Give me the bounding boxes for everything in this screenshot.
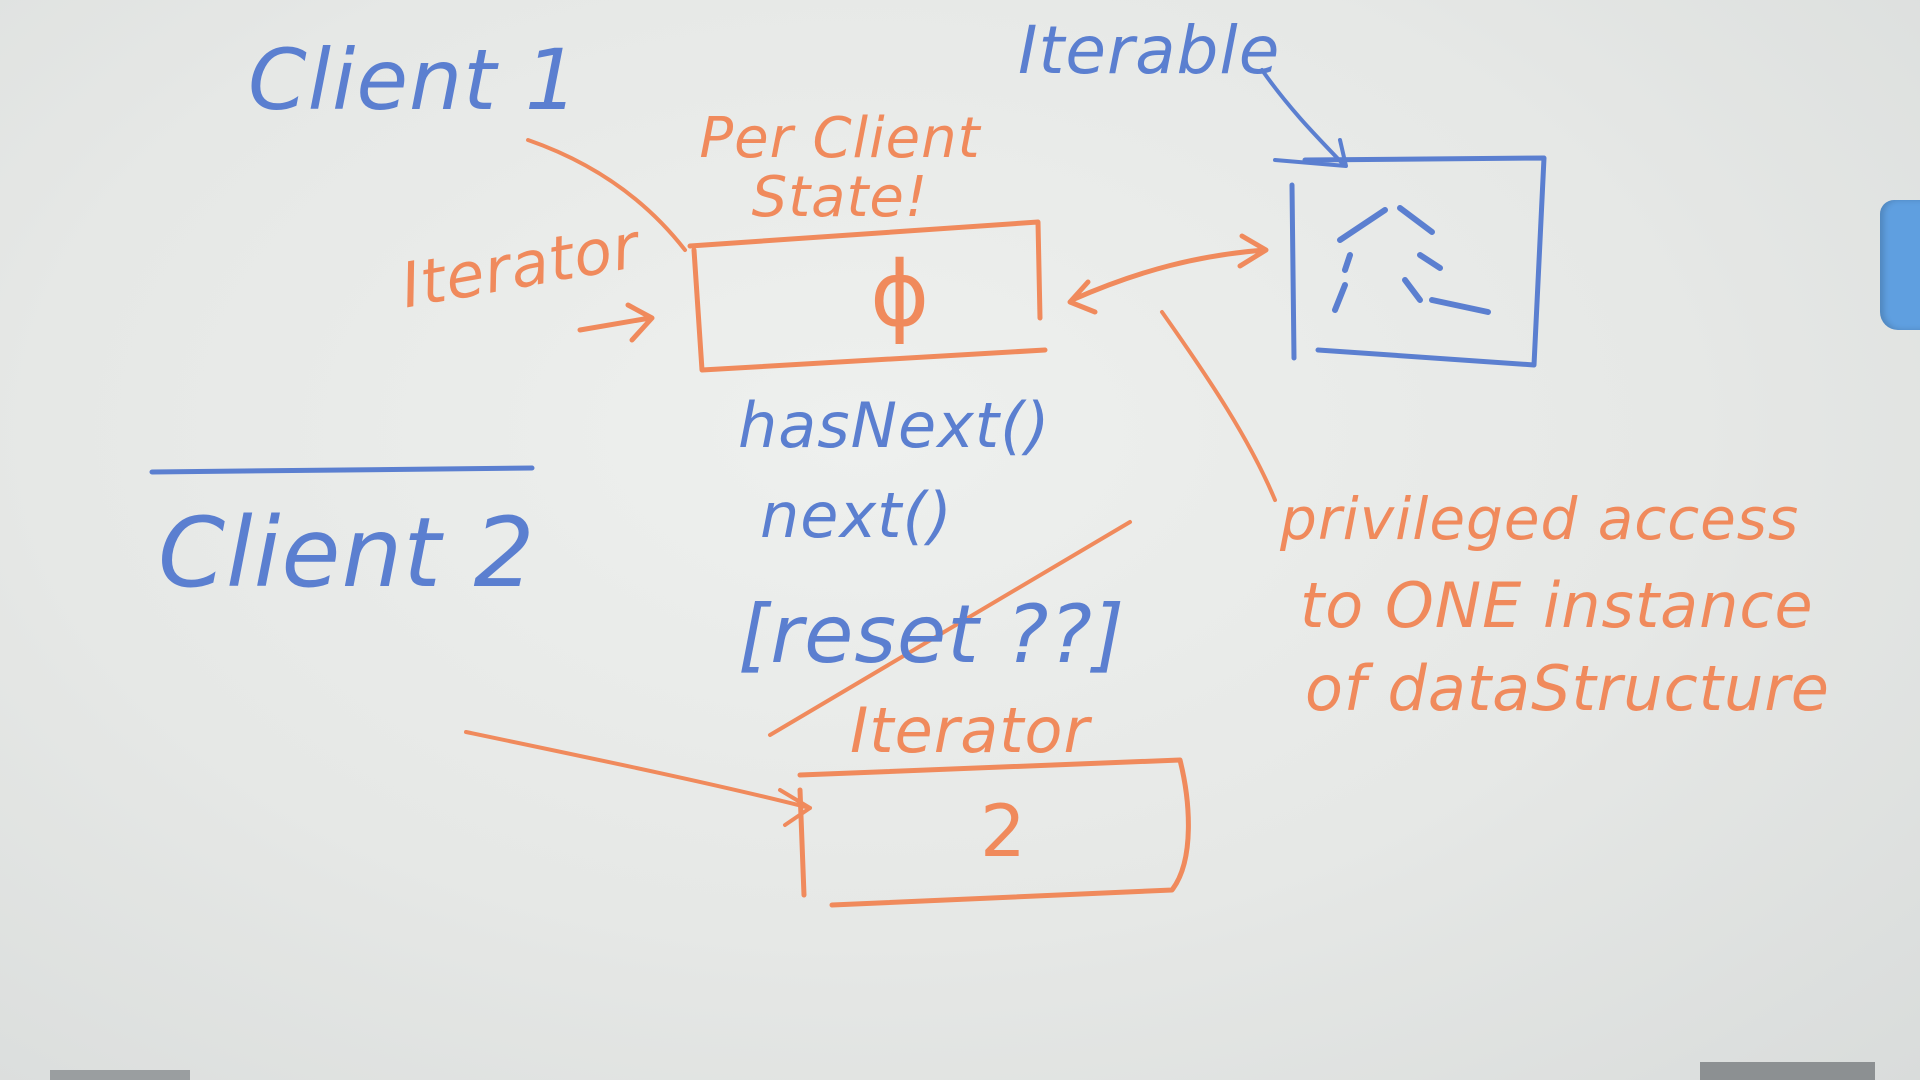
double-arrow [1067, 233, 1269, 315]
whiteboard-eraser [1880, 200, 1920, 330]
client1-connector [526, 138, 687, 252]
reset-strike-line [768, 520, 1132, 737]
client2-arrow [464, 730, 812, 827]
iterator-box-top [687, 219, 1048, 373]
marker-tray-right [1700, 1062, 1875, 1080]
iterable-label: Iterable [1018, 12, 1281, 89]
marker-tray-left [50, 1070, 190, 1080]
has-next-method: hasNext() [738, 389, 1051, 462]
privileged-access-line1: privileged access [1280, 485, 1800, 553]
box-state-symbol: ϕ [870, 242, 931, 347]
privileged-access-line3: of dataStructure [1305, 652, 1830, 725]
iterable-box [1289, 155, 1547, 368]
privileged-pointer [1160, 310, 1277, 502]
client2-label: Client 2 [158, 497, 536, 609]
client-divider-line [149, 465, 535, 475]
client1-label: Client 1 [248, 31, 580, 129]
reset-method-crossed: [reset ??] [738, 588, 1126, 681]
iterator-bottom-label: Iterator [850, 694, 1090, 767]
iterator-arrow-left [577, 302, 655, 343]
next-method: next() [760, 479, 953, 552]
privileged-access-line2: to ONE instance [1300, 569, 1814, 642]
per-client-state-label: Per Client State! [699, 106, 981, 230]
tree-sketch [1332, 205, 1491, 315]
box-bottom-symbol: 2 [980, 789, 1027, 873]
iterable-arrow [1260, 68, 1348, 168]
